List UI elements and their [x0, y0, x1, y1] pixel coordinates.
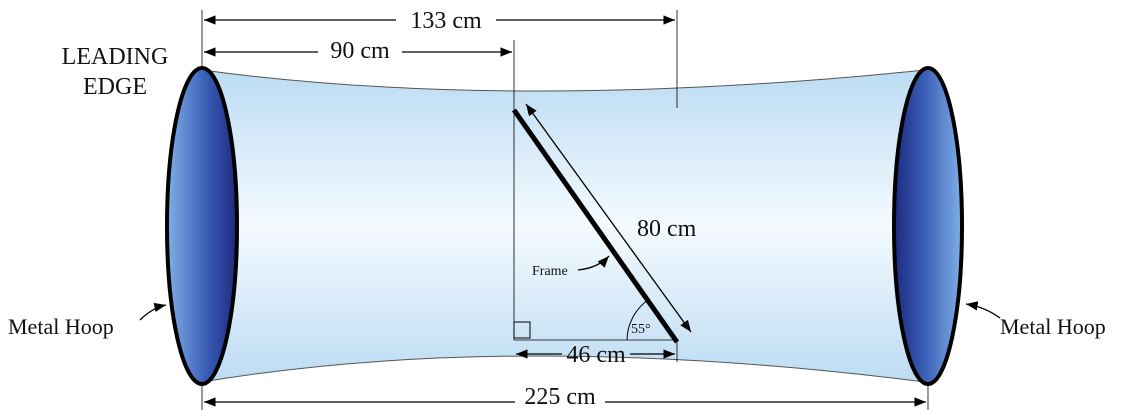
dim-225-label: 225 cm: [524, 384, 596, 410]
metal-hoop-label-left: Metal Hoop: [8, 314, 114, 339]
net-body: [201, 69, 926, 383]
metal-hoop-label-right: Metal Hoop: [1000, 314, 1106, 339]
frame-leader: [577, 255, 610, 271]
frame-label: Frame: [532, 264, 568, 279]
right-angle-marker: [513, 321, 531, 339]
metal-hoop-leader-right: [965, 301, 1001, 319]
leading-edge-label-line1: LEADING: [62, 44, 169, 70]
angle-arc: [626, 299, 649, 341]
left-metal-hoop: [165, 66, 239, 386]
dim-133-label: 133 cm: [410, 8, 482, 34]
dim-80-line: [525, 103, 692, 333]
dim-90-label: 90 cm: [330, 38, 390, 64]
dim-46-label: 46 cm: [566, 342, 626, 368]
leading-edge-label-line2: EDGE: [83, 74, 147, 100]
dim-80-label: 80 cm: [637, 216, 697, 242]
right-metal-hoop: [892, 66, 964, 386]
angle-label: 55°: [631, 322, 651, 337]
metal-hoop-leader-left: [139, 302, 167, 321]
